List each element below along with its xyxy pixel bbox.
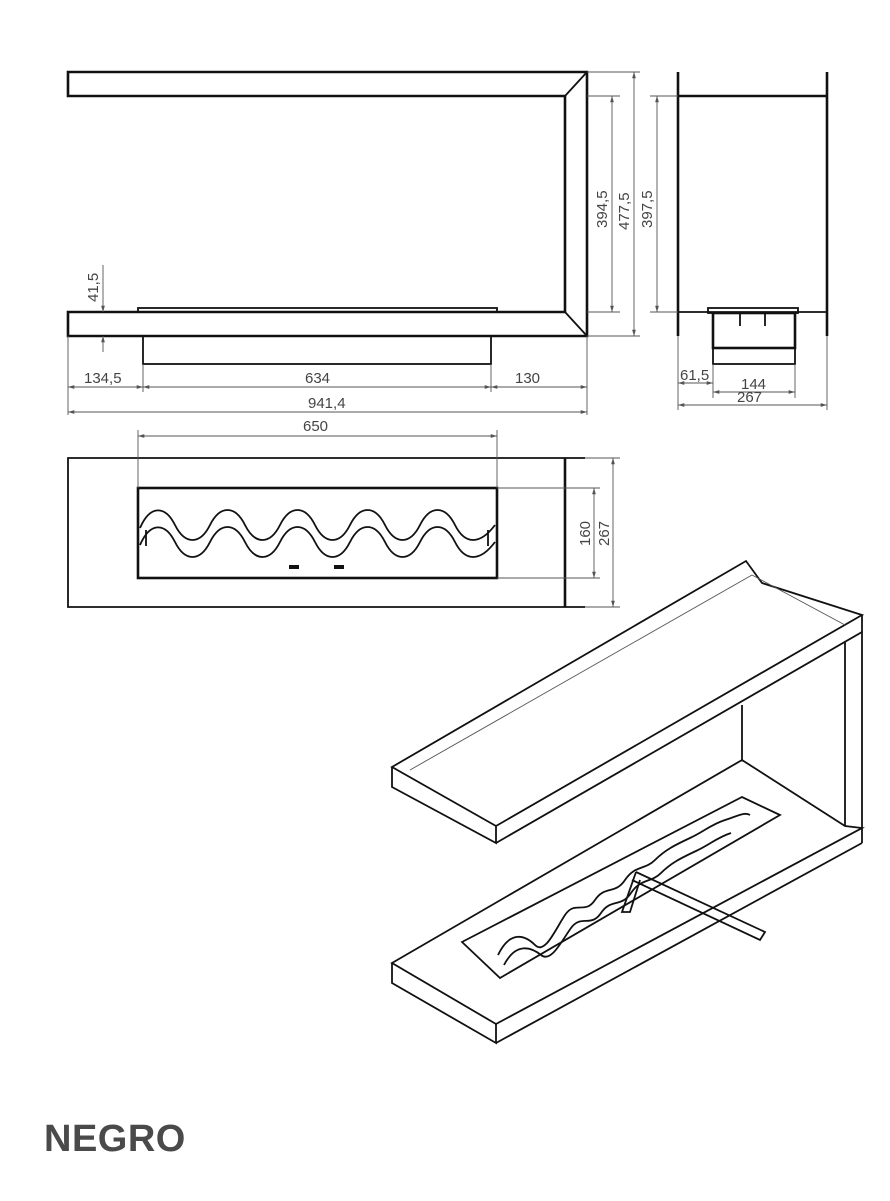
dim-side-total-depth: 267 [737,389,762,406]
dim-total-height: 477,5 [616,192,633,230]
dim-top-total-depth: 267 [596,521,613,546]
isometric-view [390,559,865,1045]
color-label: NEGRO [44,1118,186,1160]
front-view: 394,5 477,5 41,5 134,5 634 130 941,4 [66,70,640,415]
dim-side-inner-height: 397,5 [639,190,656,228]
dim-left-offset: 134,5 [84,370,122,387]
dim-side-burner-depth: 144 [741,376,766,393]
dim-inner-height: 394,5 [594,190,611,228]
dim-burner-width: 634 [305,370,330,387]
top-view: 650 160 267 [67,418,620,608]
side-view: 397,5 61,5 144 267 [639,72,829,410]
dim-top-burner-depth: 160 [577,521,594,546]
dim-total-width: 941,4 [308,395,346,412]
dim-top-burner-length: 650 [303,418,328,435]
dim-right-offset: 130 [515,370,540,387]
dim-side-offset: 61,5 [680,367,709,384]
dim-slab-thickness: 41,5 [85,273,102,302]
